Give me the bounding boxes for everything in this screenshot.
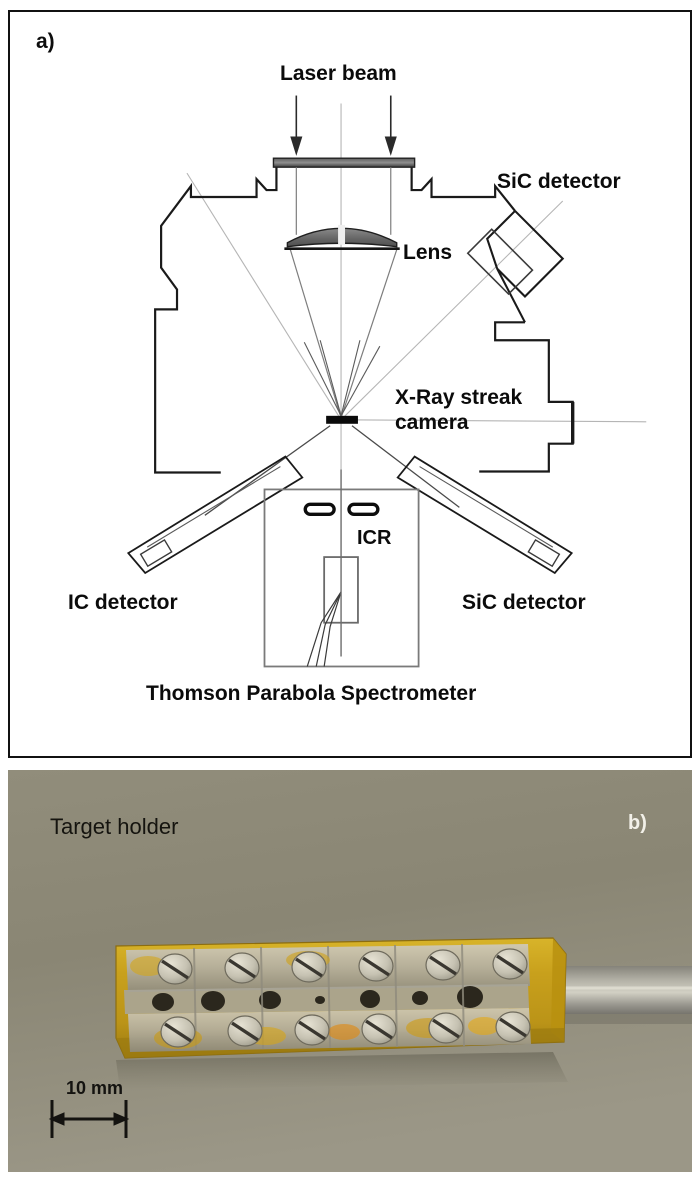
label-target-holder: Target holder	[50, 814, 179, 839]
emission-rays	[303, 340, 381, 417]
panel-a-letter: a)	[36, 30, 55, 53]
label-icr: ICR	[357, 527, 392, 549]
sic-detector-top-icon	[466, 210, 565, 323]
magnet-pole-right-icon	[347, 502, 380, 516]
sic-detector-bottom-icon	[396, 455, 574, 575]
label-sic-detector-bottom: SiC detector	[462, 591, 586, 614]
screw-icon	[358, 950, 394, 982]
screw-icon	[160, 1016, 196, 1048]
mounting-rod-icon	[542, 966, 692, 1024]
screw-icon	[425, 949, 461, 981]
ic-detector-icon	[126, 455, 304, 575]
label-sic-detector-top: SiC detector	[497, 170, 621, 193]
label-xray-streak-camera: X-Ray streak camera	[395, 386, 523, 434]
screw-icon	[224, 952, 260, 984]
beam-envelope	[289, 167, 398, 419]
detector-sight-lines	[204, 425, 460, 516]
label-lens: Lens	[403, 241, 453, 264]
screw-icon	[227, 1015, 263, 1047]
panel-a-schematic: a) Laser beam Lens SiC detector X-Ray st…	[8, 10, 692, 758]
screw-icon	[291, 951, 327, 983]
label-laser-beam: Laser beam	[280, 62, 397, 85]
panel-b-letter: b)	[628, 812, 647, 834]
screw-icon	[294, 1014, 330, 1046]
screw-icon	[361, 1013, 397, 1045]
screw-icon	[492, 948, 528, 980]
vacuum-chamber-outline	[154, 166, 574, 474]
lens-icon	[284, 224, 400, 251]
laser-beam-arrows	[290, 95, 397, 156]
screw-row-bottom	[160, 1011, 531, 1048]
magnet-poles	[303, 502, 380, 516]
screw-row-top	[157, 948, 528, 985]
target-icon	[326, 415, 358, 424]
screw-icon	[428, 1012, 464, 1044]
entrance-window-icon	[272, 157, 416, 168]
label-scale-bar: 10 mm	[66, 1078, 124, 1098]
holder-shadow	[116, 1052, 568, 1090]
scale-bar-icon	[48, 1100, 130, 1138]
target-strip-middle	[124, 984, 529, 1014]
target-holder-photo	[8, 770, 692, 1172]
schematic-drawing	[126, 95, 647, 668]
label-thomson-parabola-spectrometer: Thomson Parabola Spectrometer	[146, 682, 477, 705]
screw-icon	[157, 953, 193, 985]
magnet-pole-left-icon	[303, 502, 336, 516]
label-ic-detector: IC detector	[68, 591, 178, 614]
parabola-traces-icon	[306, 591, 342, 667]
screw-icon	[495, 1011, 531, 1043]
panel-b-photograph: Target holder b) 10 mm	[8, 770, 692, 1172]
